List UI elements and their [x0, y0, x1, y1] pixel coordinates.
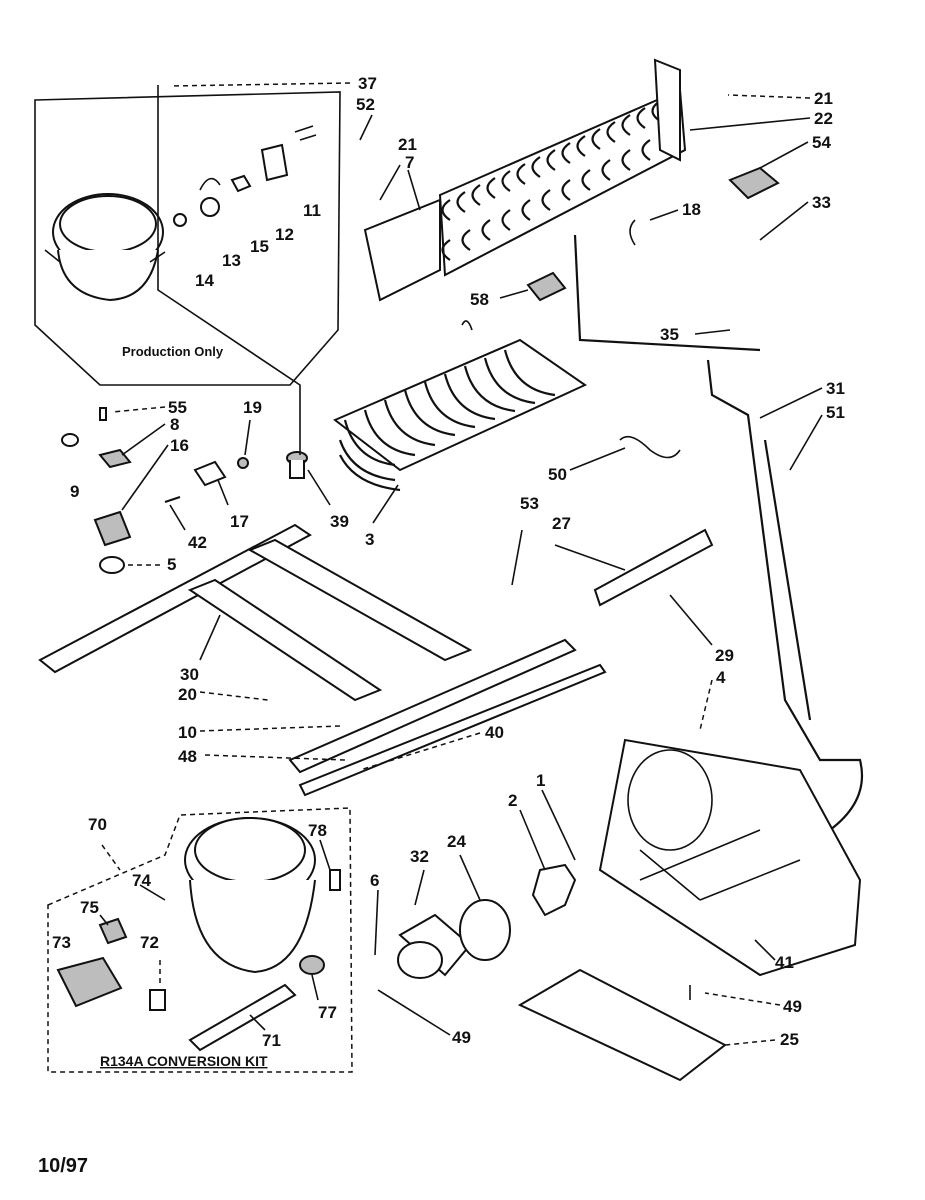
right-tubes — [526, 166, 864, 831]
part-label-33: 33 — [812, 193, 831, 212]
part-11-icon — [294, 125, 317, 141]
conversion-kit-box: R134A CONVERSION KIT — [47, 807, 353, 1073]
part-label-30: 30 — [180, 665, 199, 684]
part-label-9: 9 — [70, 482, 79, 501]
part-label-14: 14 — [195, 271, 214, 290]
part-label-41: 41 — [775, 953, 794, 972]
part-label-53: 53 — [520, 494, 539, 513]
part-labels: 37 52 21 7 21 22 54 11 12 15 13 14 18 33… — [52, 74, 845, 1050]
part-label-73: 73 — [52, 933, 71, 952]
production-only-box: Production Only — [34, 91, 341, 386]
part-label-52: 52 — [356, 95, 375, 114]
part-71-icon — [188, 983, 297, 1052]
part-label-4: 4 — [716, 668, 726, 687]
mounting-frame — [38, 451, 607, 797]
part-label-54: 54 — [812, 133, 831, 152]
conversion-kit-label: R134A CONVERSION KIT — [100, 1053, 268, 1069]
part-77-icon — [299, 955, 325, 975]
part-15-icon — [230, 174, 252, 193]
part-label-6: 6 — [370, 871, 379, 890]
part-label-3: 3 — [365, 530, 374, 549]
part-label-48: 48 — [178, 747, 197, 766]
part-label-21a: 21 — [398, 135, 417, 154]
evaporator-coil — [333, 320, 588, 492]
part-42-icon — [164, 496, 181, 503]
part-label-37: 37 — [358, 74, 377, 93]
part-label-24: 24 — [447, 832, 466, 851]
part-label-50: 50 — [548, 465, 567, 484]
part-label-2: 2 — [508, 791, 517, 810]
part-label-71: 71 — [262, 1031, 281, 1050]
part-16-icon — [93, 510, 132, 547]
part-label-12: 12 — [275, 225, 294, 244]
part-label-17: 17 — [230, 512, 249, 531]
part-12-icon — [260, 143, 289, 182]
part-label-7: 7 — [405, 153, 414, 172]
part-label-77: 77 — [318, 1003, 337, 1022]
part-label-10: 10 — [178, 723, 197, 742]
part-label-78: 78 — [308, 821, 327, 840]
part-label-5: 5 — [167, 555, 176, 574]
part-5-icon — [99, 556, 125, 574]
part-18-icon — [629, 219, 636, 246]
part-label-72: 72 — [140, 933, 159, 952]
part-label-42: 42 — [188, 533, 207, 552]
part-17-icon — [193, 460, 227, 487]
compressor-production — [44, 193, 166, 302]
part-label-55: 55 — [168, 398, 187, 417]
part-label-16: 16 — [170, 436, 189, 455]
part-label-25: 25 — [780, 1030, 799, 1049]
part-label-15: 15 — [250, 237, 269, 256]
condenser-coil — [363, 58, 687, 302]
part-label-19: 19 — [243, 398, 262, 417]
part-54-icon — [728, 166, 780, 200]
part-label-74: 74 — [132, 871, 151, 890]
part-label-51: 51 — [826, 403, 845, 422]
part-73-icon — [56, 956, 123, 1008]
part-label-8: 8 — [170, 415, 179, 434]
part-13-icon — [200, 197, 220, 217]
revision-date: 10/97 — [38, 1155, 88, 1177]
compressor-kit — [184, 817, 316, 974]
part-50-icon — [619, 435, 681, 459]
part-label-31: 31 — [826, 379, 845, 398]
fan-motor-assembly — [397, 863, 577, 979]
part-label-20: 20 — [178, 685, 197, 704]
production-only-label: Production Only — [122, 344, 224, 359]
part-label-49b: 49 — [783, 997, 802, 1016]
part-label-49a: 49 — [452, 1028, 471, 1047]
part-55-icon — [99, 407, 107, 421]
part-label-22: 22 — [814, 109, 833, 128]
part-label-27: 27 — [552, 514, 571, 533]
part-14-icon — [173, 213, 187, 227]
part-label-75: 75 — [80, 898, 99, 917]
leader-lines — [99, 82, 823, 1046]
part-78-icon — [329, 869, 341, 891]
drain-pan — [517, 968, 727, 1082]
part-27-icon — [593, 528, 714, 607]
part-label-32: 32 — [410, 847, 429, 866]
part-9-icon — [61, 433, 79, 447]
part-label-21b: 21 — [814, 89, 833, 108]
part-label-40: 40 — [485, 723, 504, 742]
part-72-icon — [149, 989, 166, 1011]
part-label-70: 70 — [88, 815, 107, 834]
part-label-39: 39 — [330, 512, 349, 531]
part-75-icon — [98, 917, 128, 945]
part-label-18: 18 — [682, 200, 701, 219]
part-19-icon — [237, 457, 249, 469]
part-label-29: 29 — [715, 646, 734, 665]
left-small-parts — [61, 407, 249, 547]
part-label-58: 58 — [470, 290, 489, 309]
part-label-1: 1 — [536, 771, 545, 790]
part-label-11: 11 — [303, 201, 321, 220]
part-label-13: 13 — [222, 251, 241, 270]
part-58-icon — [526, 271, 567, 302]
part-label-35: 35 — [660, 325, 679, 344]
base-pan — [517, 738, 862, 1082]
